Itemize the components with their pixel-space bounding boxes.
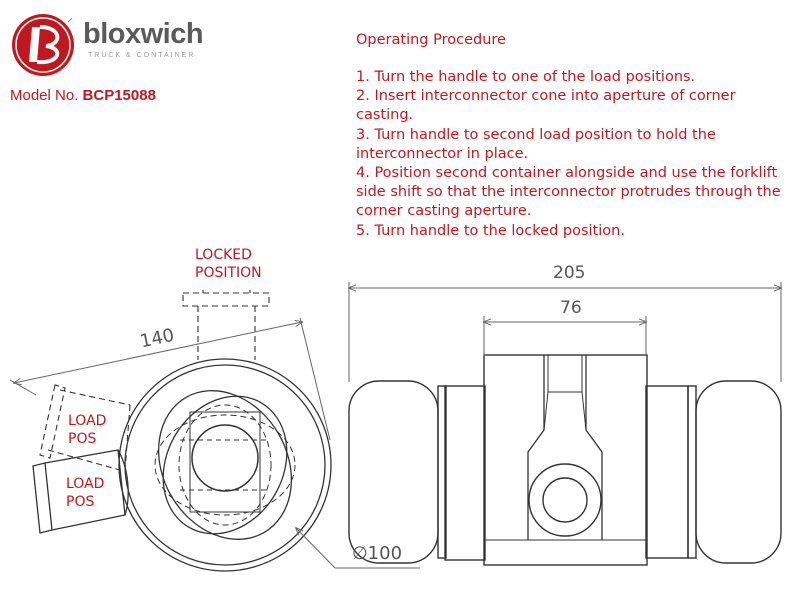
load-handle-outline-upper [39,384,131,471]
dim-76-text: 76 [560,298,582,318]
locked-handle-outline [182,290,270,360]
procedure-steps: 1. Turn the handle to one of the load po… [356,68,791,241]
model-number: Model No. BCP15088 [10,87,156,104]
load-handle-solid [32,449,129,534]
dim-205 [349,282,781,382]
procedure-step: 1. Turn the handle to one of the load po… [356,69,696,85]
side-view [348,354,782,566]
load-pos-label-upper: LOAD POS [68,413,107,447]
procedure-step: 5. Turn handle to the locked position. [356,222,625,239]
brand-tagline: TRUCK & CONTAINER [88,52,196,59]
dim-140 [9,317,331,441]
dim-205-text: 205 [553,263,586,283]
model-label: Model No. [10,87,79,104]
procedure-title: Operating Procedure [356,32,506,48]
locked-position-label: LOCKED POSITION [195,247,262,281]
load-pos-label-lower: LOAD POS [66,476,105,510]
end-view [32,290,332,572]
dim-100-leader [296,528,420,569]
bloxwich-logo-icon [12,14,74,76]
brand-name: bloxwich [83,18,204,50]
procedure-step: 2. Insert interconnector cone into apert… [356,88,736,124]
dim-76 [484,316,646,356]
model-value: BCP15088 [82,87,156,104]
dim-100-text: ∅100 [352,543,403,564]
procedure-step: 3. Turn handle to second load position t… [356,126,716,162]
procedure-step: 4. Position second container alongside a… [356,165,781,220]
